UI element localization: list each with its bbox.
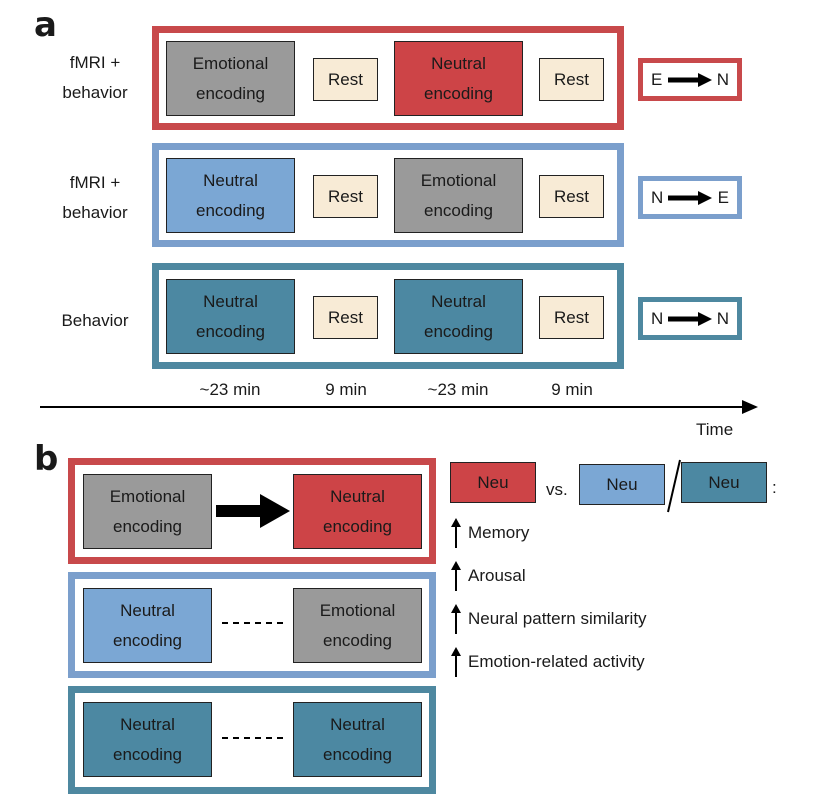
legend-vs: vs.	[546, 480, 568, 499]
order-to: E	[717, 187, 729, 207]
order-arrow-icon	[667, 72, 712, 87]
order-from: N	[651, 308, 664, 328]
time-label: Time	[696, 420, 734, 439]
transition-arrow-icon	[216, 494, 290, 528]
duration-label: ~23 min	[199, 380, 261, 399]
time-axis-arrow-icon	[40, 400, 758, 414]
up-arrow-icon	[451, 561, 461, 591]
legend-neu-blue: Neu	[579, 464, 665, 505]
effect-label: Arousal	[468, 566, 526, 585]
order-to: N	[716, 69, 729, 89]
block-neutral-encoding: Neutral encoding	[394, 41, 523, 116]
block-emotional-encoding: Emotional encoding	[394, 158, 523, 233]
legend-neu-teal: Neu	[681, 462, 767, 503]
block-neutral-encoding: Neutral encoding	[293, 474, 422, 549]
order-arrow-icon	[668, 190, 713, 205]
block-rest: Rest	[313, 175, 378, 218]
effect-item: Neural pattern similarity	[450, 604, 647, 634]
panel-b-letter: b	[34, 439, 59, 479]
effect-label: Neural pattern similarity	[468, 609, 647, 628]
effect-item: Memory	[450, 518, 529, 548]
duration-label: 9 min	[325, 380, 367, 399]
block-neutral-encoding: Neutral encoding	[394, 279, 523, 354]
block-rest: Rest	[539, 296, 604, 339]
effect-item: Emotion-related activity	[450, 647, 645, 677]
row-label-3: Behavior	[61, 311, 129, 330]
duration-label: 9 min	[551, 380, 593, 399]
order-tag-3: N N	[638, 297, 742, 340]
row-label-2: fMRI + behavior	[62, 173, 128, 222]
block-rest: Rest	[313, 296, 378, 339]
duration-label: ~23 min	[427, 380, 489, 399]
row-label-1: fMRI + behavior	[62, 53, 128, 102]
dashed-connector	[222, 622, 286, 624]
dashed-connector	[222, 737, 286, 739]
order-arrow-icon	[668, 311, 712, 326]
block-rest: Rest	[539, 58, 604, 101]
slash-divider	[667, 459, 681, 513]
block-rest: Rest	[539, 175, 604, 218]
panel-a-letter: a	[34, 5, 57, 45]
order-from: N	[651, 187, 664, 207]
order-from: E	[651, 69, 663, 89]
block-neutral-encoding: Neutral encoding	[83, 588, 212, 663]
block-neutral-encoding: Neutral encoding	[83, 702, 212, 777]
legend-neu-red: Neu	[450, 462, 536, 503]
block-neutral-encoding: Neutral encoding	[293, 702, 422, 777]
block-emotional-encoding: Emotional encoding	[166, 41, 295, 116]
order-tag-1: E N	[638, 58, 742, 101]
up-arrow-icon	[451, 604, 461, 634]
effect-label: Emotion-related activity	[468, 652, 645, 671]
up-arrow-icon	[451, 518, 461, 548]
order-to: N	[716, 308, 729, 328]
order-tag-2: N E	[638, 176, 742, 219]
effect-label: Memory	[468, 523, 530, 542]
up-arrow-icon	[451, 647, 461, 677]
block-rest: Rest	[313, 58, 378, 101]
block-neutral-encoding: Neutral encoding	[166, 279, 295, 354]
block-neutral-encoding: Neutral encoding	[166, 158, 295, 233]
legend-colon: :	[772, 478, 777, 497]
effect-item: Arousal	[450, 561, 526, 591]
block-emotional-encoding: Emotional encoding	[293, 588, 422, 663]
block-emotional-encoding: Emotional encoding	[83, 474, 212, 549]
